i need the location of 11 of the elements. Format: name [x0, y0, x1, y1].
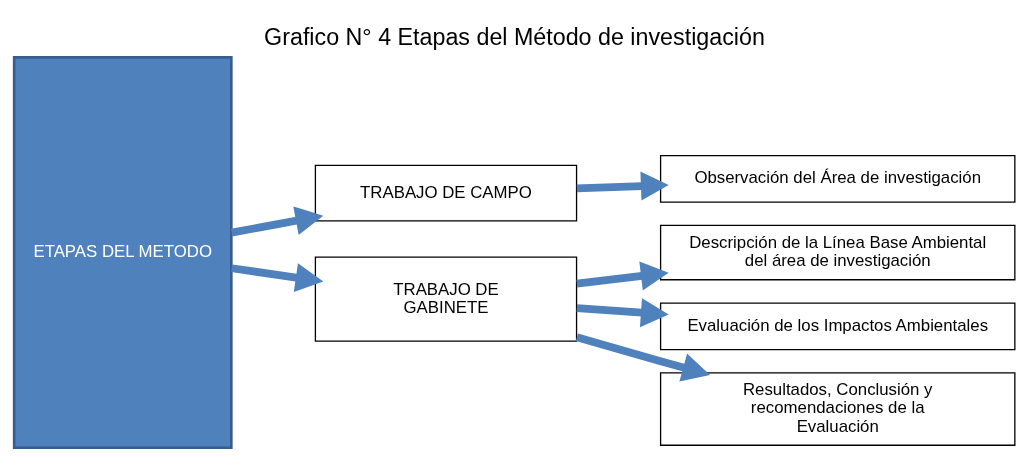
node-box: TRABAJO DE GABINETE	[314, 256, 578, 342]
arrow	[575, 333, 710, 382]
node-box: ETAPAS DEL METODO	[12, 55, 233, 449]
node-box: Descripción de la Línea Base Ambiental del área de investigación	[659, 224, 1016, 280]
arrow	[231, 262, 324, 292]
node-box: Resultados, Conclusión y recomendaciones de la Evaluación	[659, 371, 1016, 446]
arrow	[231, 205, 324, 236]
node-box: Observación del Área de investigación	[659, 154, 1016, 203]
node-box: Evaluación de los Impactos Ambientales	[659, 301, 1016, 350]
node-box: TRABAJO DE CAMPO	[314, 164, 578, 222]
diagram-title: Grafico N° 4 Etapas del Método de investigación	[264, 23, 765, 50]
